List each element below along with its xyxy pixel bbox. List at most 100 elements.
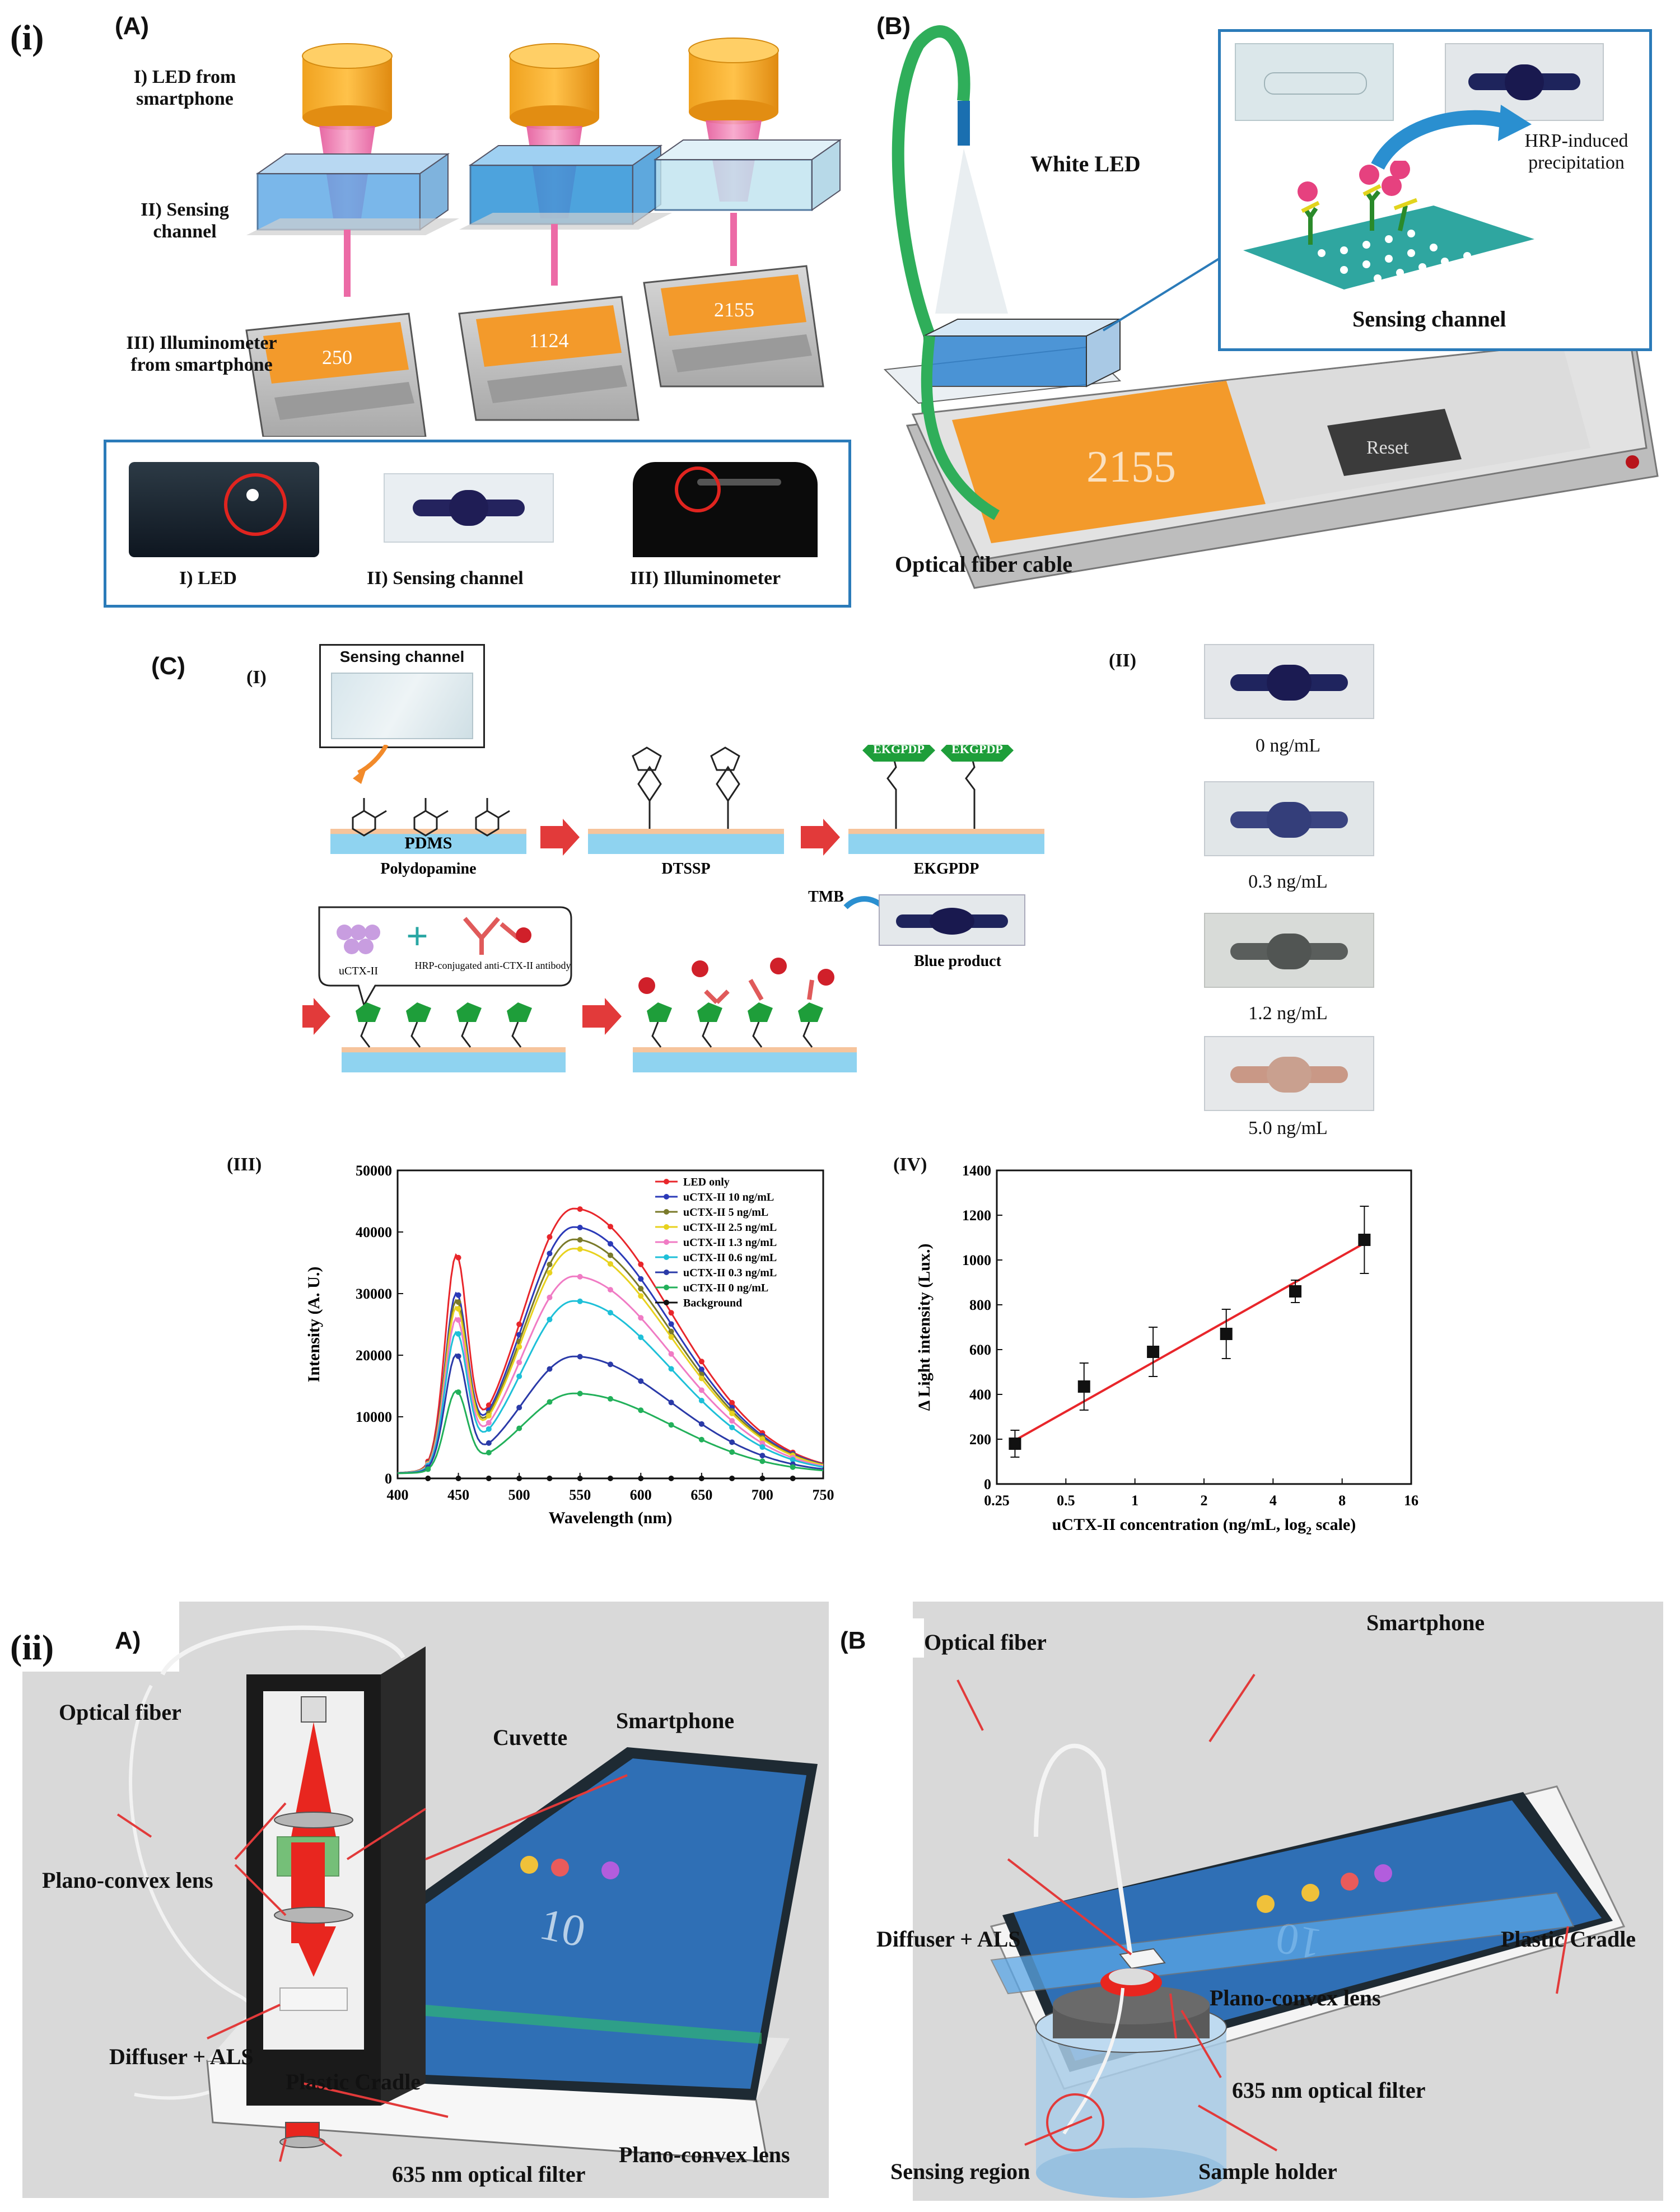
series-point — [668, 1334, 674, 1340]
series-point — [698, 1398, 704, 1404]
ii-b-diffuser-label: Diffuser + ALS — [876, 1926, 1021, 1952]
inset-label-led: I) LED — [179, 568, 237, 589]
sensing-channel-box-photo — [331, 673, 473, 739]
concentration-label-0: 0 ng/mL — [1255, 735, 1321, 756]
y-axis-title: Δ Light intensity (Lux.) — [915, 1244, 934, 1411]
series-point — [638, 1276, 644, 1282]
series-point — [516, 1425, 522, 1431]
data-point — [1358, 1234, 1371, 1246]
panel-c-sub-ii: (II) — [1109, 650, 1137, 671]
inset-label-channel: II) Sensing channel — [367, 568, 524, 589]
series-point — [547, 1270, 553, 1276]
series-point — [516, 1344, 522, 1350]
panel-c-sub-iv: (IV) — [893, 1154, 927, 1175]
legend-marker — [664, 1254, 669, 1260]
blue-channel-bulge — [1505, 64, 1544, 100]
series-point — [729, 1424, 735, 1430]
x-tick-label: 2 — [1201, 1492, 1208, 1509]
ii-b-sensing-region-label: Sensing region — [890, 2159, 1030, 2184]
panel-ii-b-tag-cover — [840, 1618, 924, 1658]
panel-ii-a-background-left — [22, 1672, 185, 2198]
series-point — [577, 1298, 583, 1304]
series-point — [638, 1286, 644, 1292]
panel-a-label-sensing: II) Sensing channel — [141, 199, 229, 242]
series-point — [547, 1250, 553, 1257]
ii-a-cuvette-label: Cuvette — [493, 1725, 568, 1750]
peptide-tag-2: EKGPDP — [951, 745, 1003, 756]
channel-blue-bulge — [449, 490, 488, 526]
reset-button-label: Reset — [1366, 437, 1409, 458]
series-point — [698, 1375, 704, 1382]
x-tick-label: 1 — [1131, 1492, 1138, 1509]
series-line — [397, 1353, 824, 1474]
fit-line — [1014, 1242, 1365, 1441]
panel-ii-b-illustration: 10 — [956, 1673, 1626, 2198]
led-3: 2155 — [643, 38, 842, 388]
clear-channel-outline — [1264, 72, 1367, 95]
series-point — [729, 1449, 735, 1455]
ii-a-filter-label: 635 nm optical filter — [392, 2162, 586, 2187]
series-point — [577, 1476, 583, 1481]
series-point — [608, 1241, 613, 1247]
series-point — [608, 1361, 613, 1368]
x-tick-label: 450 — [447, 1487, 469, 1503]
series-point — [455, 1317, 461, 1323]
x-tick-label: 650 — [690, 1487, 712, 1503]
series-point — [547, 1476, 553, 1481]
series-point — [547, 1262, 553, 1268]
phone-reading-3: 2155 — [714, 298, 754, 321]
x-axis-title: Wavelength (nm) — [549, 1509, 673, 1527]
data-point — [1077, 1380, 1090, 1393]
panel-c-sub-iii: (III) — [227, 1154, 262, 1175]
legend-label: uCTX-II 0.6 ng/mL — [683, 1252, 777, 1264]
series-point — [698, 1387, 704, 1393]
legend-marker — [664, 1239, 669, 1245]
legend-label: uCTX-II 2.5 ng/mL — [683, 1221, 777, 1234]
series-point — [486, 1476, 492, 1481]
panel-b-tag: (B) — [876, 12, 911, 40]
concentration-photos: 0 ng/mL 0.3 ng/mL 1.2 ng/mL 5.0 ng/mL — [1198, 644, 1378, 1138]
panel-b-illustration: Reset 2155 — [883, 25, 1659, 589]
series-point — [668, 1366, 674, 1372]
series-point — [638, 1315, 644, 1321]
panel-a-label-illuminometer: III) Illuminometer from smartphone — [126, 333, 277, 376]
series-point — [759, 1476, 766, 1481]
series-line — [398, 1389, 824, 1474]
series-point — [455, 1292, 461, 1298]
optical-fiber-cable-label: Optical fiber cable — [895, 552, 1072, 577]
series-point — [638, 1476, 644, 1481]
panel-c-scheme: PDMS Polydopamine DTSSP EKGPDP EKGPDP EK… — [302, 745, 1044, 1072]
legend-marker — [664, 1224, 669, 1230]
series-point — [759, 1436, 766, 1442]
series-point — [729, 1399, 735, 1406]
series-point — [577, 1225, 583, 1231]
series-line — [397, 1300, 824, 1474]
legend-label: uCTX-II 0 ng/mL — [683, 1282, 768, 1294]
ii-b-plano-convex-label: Plano-convex lens — [1210, 1985, 1381, 2010]
channel-photo-0 — [1204, 644, 1374, 719]
series-point — [790, 1457, 796, 1463]
series-point — [516, 1476, 522, 1481]
y-tick-label: 400 — [969, 1387, 991, 1403]
series-point — [577, 1273, 583, 1280]
series-point — [698, 1366, 704, 1373]
y-tick-label: 50000 — [356, 1163, 392, 1179]
x-tick-label: 550 — [569, 1487, 591, 1503]
y-tick-label: 1000 — [962, 1252, 991, 1268]
highlight-circle — [224, 473, 287, 536]
series-point — [577, 1246, 583, 1252]
series-point — [668, 1310, 674, 1316]
series-point — [759, 1453, 766, 1459]
series-point — [547, 1399, 553, 1405]
series-point — [668, 1328, 674, 1334]
series-point — [608, 1252, 613, 1258]
series-point — [608, 1287, 613, 1293]
plus-icon: + — [406, 915, 428, 958]
x-tick-label: 750 — [813, 1487, 834, 1503]
legend-marker — [664, 1270, 669, 1275]
legend-marker — [664, 1179, 669, 1184]
series-point — [638, 1293, 644, 1299]
ii-b-filter-label: 635 nm optical filter — [1232, 2078, 1426, 2103]
